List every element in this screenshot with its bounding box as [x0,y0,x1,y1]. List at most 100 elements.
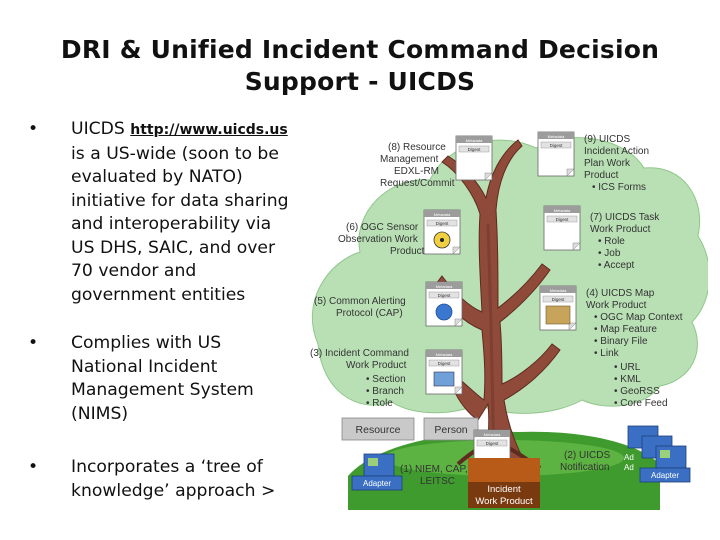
svg-text:Product: Product [390,246,425,257]
bullet-line: initiative for data sharing [71,190,289,211]
title-line-2: Support - UICDS [244,67,476,96]
svg-text:• Link: • Link [594,348,620,359]
bullet-line: (NIMS) [71,403,129,424]
label-notification: (2) UICDS [564,450,610,461]
svg-text:• Role: • Role [366,398,393,409]
svg-text:Metadata: Metadata [436,352,453,357]
card-cap: Metadata Digest [425,281,463,327]
person-box-label: Person [434,424,467,436]
alert-icon [435,303,453,321]
label-uicds-map: (4) UICDS Map [586,288,655,299]
svg-text:Work Product: Work Product [590,224,651,235]
bullet-line: US DHS, SAIC, and over [71,237,276,258]
bullet-marker: • [28,457,39,477]
svg-text:• Map Feature: • Map Feature [594,324,657,335]
svg-text:Digest: Digest [486,441,500,446]
bullet-line: is a US-wide (soon to be [71,143,279,164]
bullet-marker: • [28,333,39,353]
bullet-marker: • [28,119,39,139]
svg-text:• URL: • URL [614,362,641,373]
svg-text:Ad: Ad [624,463,634,472]
svg-text:• Accept: • Accept [598,260,635,271]
svg-text:Digest: Digest [438,361,452,366]
person-box [423,417,479,441]
svg-text:Protocol (CAP): Protocol (CAP) [336,308,403,319]
diagram-labels: (8) Resource Management EDXL-RM Request/… [310,134,683,487]
svg-text:Work Product: Work Product [346,360,407,371]
svg-text:Digest: Digest [552,297,566,302]
bullet-line: 70 vendor and [71,261,197,281]
svg-text:Adapter: Adapter [651,471,679,480]
svg-text:• Branch: • Branch [366,386,404,397]
label-niem: (1) NIEM, CAP, [400,464,468,475]
svg-text:LEITSC: LEITSC [420,476,455,487]
bullet-line: and interoperability via [71,214,272,234]
label-ogc-sensor: (6) OGC Sensor [346,222,419,233]
bullet-line: National Incident [71,356,218,377]
label-incident-action: (9) UICDS [584,134,630,145]
svg-text:• OGC Map Context: • OGC Map Context [594,312,683,323]
svg-text:Metadata: Metadata [436,284,453,289]
svg-text:Metadata: Metadata [484,432,501,437]
svg-text:Digest: Digest [436,221,450,226]
svg-text:• Section: • Section [366,374,406,385]
svg-text:Metadata: Metadata [550,288,567,293]
card-resource-management: Metadata Digest [455,135,493,181]
label-incident-command: (3) Incident Command [310,348,409,359]
card-ogc-sensor: Metadata Digest [423,209,461,255]
card-incident-command: Metadata Digest [425,349,463,395]
svg-text:• KML: • KML [614,374,641,385]
svg-text:• Role: • Role [598,236,625,247]
tree-canopy [311,137,710,414]
svg-text:• Binary File: • Binary File [594,336,648,347]
svg-text:EDXL-RM: EDXL-RM [394,166,439,177]
svg-text:Digest: Digest [550,143,564,148]
card-uicds-map: Metadata Digest [539,285,577,331]
svg-text:Product: Product [584,170,619,181]
svg-text:Metadata: Metadata [434,212,451,217]
svg-text:Observation Work: Observation Work [338,234,419,245]
bullet-line: Management System [71,380,254,400]
bullet-text: UICDS [71,119,131,139]
bullet-line: Complies with US [71,333,222,353]
svg-text:Digest: Digest [556,217,570,222]
svg-text:Digest: Digest [468,147,482,152]
bullet-line: evaluated by NATO) [71,167,243,187]
svg-text:Notification: Notification [560,462,609,473]
map-icon [545,305,571,325]
svg-text:Incident Action: Incident Action [584,146,649,157]
svg-text:Ad: Ad [624,453,634,462]
uicds-link[interactable]: http://www.uicds.us [130,122,288,138]
svg-text:Plan Work: Plan Work [584,158,631,169]
label-cap: (5) Common Alerting [314,296,406,307]
card-uicds-task: Metadata Digest [543,205,581,251]
svg-text:Metadata: Metadata [554,208,571,213]
svg-text:Metadata: Metadata [548,134,565,139]
svg-text:• Job: • Job [598,248,621,259]
label-uicds-task: (7) UICDS Task [590,212,660,223]
adapter-right: Ad Ad Adapter [624,425,691,483]
svg-text:• Core Feed: • Core Feed [614,398,668,409]
resource-box [341,417,415,441]
label-resource-management: (8) Resource [388,142,446,153]
svg-text:Digest: Digest [438,293,452,298]
svg-text:Incident: Incident [487,484,521,495]
bullet-line: knowledge’ approach > [71,480,276,501]
adapter-left: Adapter [351,453,403,491]
title-line-1: DRI & Unified Incident Command Decision [60,35,660,64]
svg-text:Work Product: Work Product [475,496,533,507]
bullet-line: Incorporates a ‘tree of [71,457,263,477]
svg-text:Adapter: Adapter [363,479,391,488]
svg-text:Management: Management [380,154,439,165]
svg-text:Work Product: Work Product [586,300,647,311]
svg-text:Request/Commit: Request/Commit [380,178,455,189]
org-chart-icon [433,371,455,387]
tree-of-knowledge-diagram: Resource Person Metadata Digest Metadata… [308,124,710,514]
resource-box-label: Resource [356,424,401,436]
svg-text:• ICS Forms: • ICS Forms [592,182,646,193]
card-incident-work-product: Metadata Digest [473,429,511,475]
svg-text:• GeoRSS: • GeoRSS [614,386,660,397]
card-incident-action-plan: Metadata Digest [537,131,575,177]
svg-text:Metadata: Metadata [466,138,483,143]
slide-title: DRI & Unified Incident Command Decision … [0,34,720,98]
